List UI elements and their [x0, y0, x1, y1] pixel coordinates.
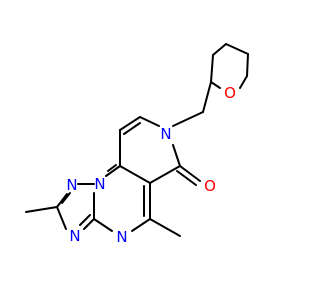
atom-o-carbonyl: O [204, 177, 216, 195]
bond-pym-5 [105, 165, 121, 177]
bond-thf-5 [210, 81, 221, 89]
atom-n-pyridinone: N [160, 125, 171, 143]
bond-methyl-1 [149, 218, 181, 237]
bond-pyr-5 [149, 165, 181, 184]
bond-layer [25, 43, 249, 237]
bond-ch2-2 [172, 111, 204, 127]
bond-pyr-2 [119, 116, 141, 131]
bond-pyr-4 [119, 165, 151, 184]
molecule-structure-diagram: O N O N N N N [25, 43, 249, 246]
bond-co-1 [179, 165, 201, 182]
bond-ch2-1 [202, 81, 212, 113]
bond-tri-1 [83, 218, 95, 230]
atom-label-layer: O N O N N N N [66, 84, 236, 246]
bond-thf-4 [239, 75, 248, 89]
bond-thf-3 [246, 53, 249, 77]
bond-pyr-1 [139, 116, 160, 127]
bond-pym-3 [93, 218, 113, 232]
atom-n-bridgehead: N [94, 175, 105, 193]
bond-thf-1 [212, 43, 227, 56]
bond-tri-1b [79, 214, 91, 226]
bond-tri-2 [56, 206, 67, 230]
bond-methyl-2 [25, 206, 58, 213]
bond-pyr-6 [172, 144, 181, 167]
bond-pyr-2b [123, 122, 141, 135]
bond-thf-2 [225, 43, 249, 55]
bond-pym-5b [107, 164, 117, 172]
atom-n-pyrimidine: N [116, 228, 127, 246]
atom-n-triazole-top: N [66, 176, 77, 194]
bond-pym-2 [131, 218, 151, 232]
bond-co-2 [176, 170, 197, 186]
bond-thf-6 [210, 54, 214, 83]
atom-n-triazole-bottom: N [69, 227, 80, 245]
atom-o-ring: O [224, 84, 236, 102]
bond-tri-3 [56, 193, 68, 208]
bond-tri-3b [61, 192, 71, 204]
